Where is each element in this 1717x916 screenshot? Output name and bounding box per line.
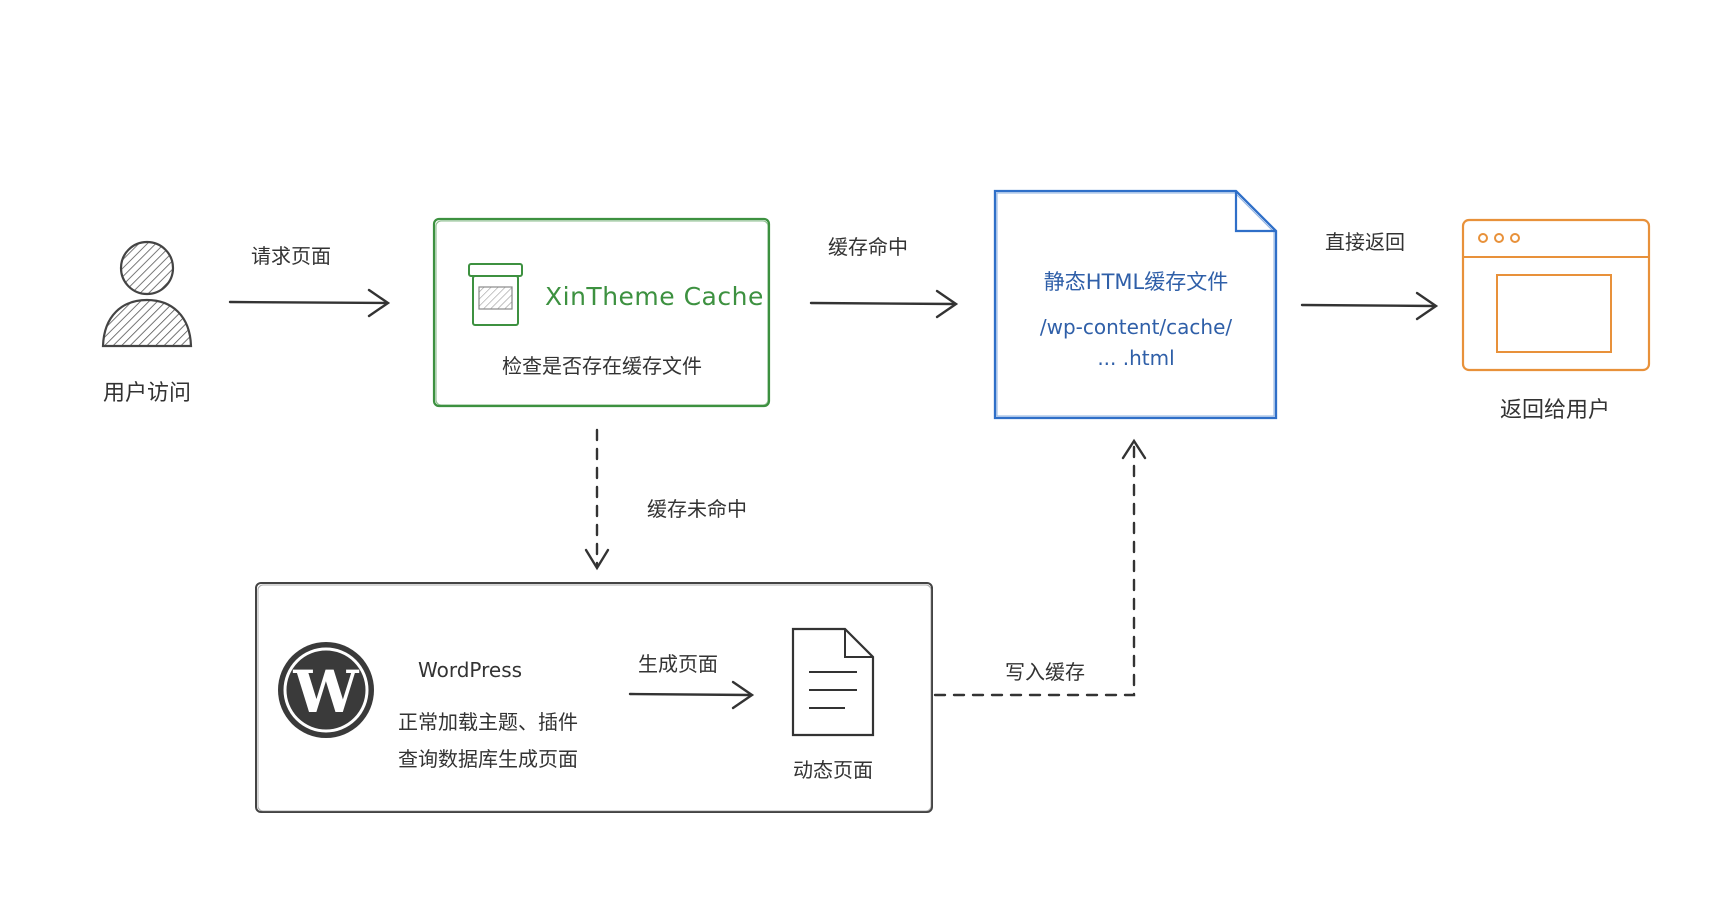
edge-label-generate: 生成页面 [638, 652, 718, 676]
edge-label-return: 直接返回 [1325, 230, 1405, 254]
browser-window-icon [1461, 218, 1651, 372]
wordpress-box [255, 582, 933, 813]
cache-title: XinTheme Cache [545, 282, 764, 311]
edge-label-hit: 缓存命中 [828, 235, 908, 259]
arrow-write-cache [933, 438, 1147, 697]
static-file-path-2: ... .html [1097, 346, 1175, 370]
arrow-request [228, 288, 391, 318]
arrow-cache-hit [809, 289, 959, 319]
user-caption: 用户访问 [102, 381, 192, 406]
arrow-cache-miss [584, 428, 610, 571]
browser-caption: 返回给用户 [1499, 398, 1611, 423]
edge-label-miss: 缓存未命中 [647, 497, 747, 521]
arrow-generate-page [628, 680, 755, 710]
cache-box-icon [468, 263, 523, 326]
wordpress-line-2: 查询数据库生成页面 [398, 747, 578, 771]
edge-label-write: 写入缓存 [1005, 660, 1085, 684]
dynamic-page-caption: 动态页面 [793, 758, 873, 782]
arrow-direct-return [1300, 291, 1439, 321]
svg-text:W: W [292, 658, 359, 726]
cache-box [432, 217, 771, 408]
cache-subtitle: 检查是否存在缓存文件 [502, 354, 702, 378]
edge-label-request: 请求页面 [251, 244, 331, 268]
wordpress-line-1: 正常加载主题、插件 [398, 710, 578, 734]
wordpress-title: WordPress [418, 658, 523, 682]
static-file-box [993, 189, 1278, 420]
wordpress-logo-icon: W [278, 642, 374, 738]
user-icon [101, 240, 193, 348]
static-file-title: 静态HTML缓存文件 [1043, 270, 1229, 294]
file-icon [791, 627, 875, 737]
static-file-path-1: /wp-content/cache/ [1039, 315, 1233, 339]
